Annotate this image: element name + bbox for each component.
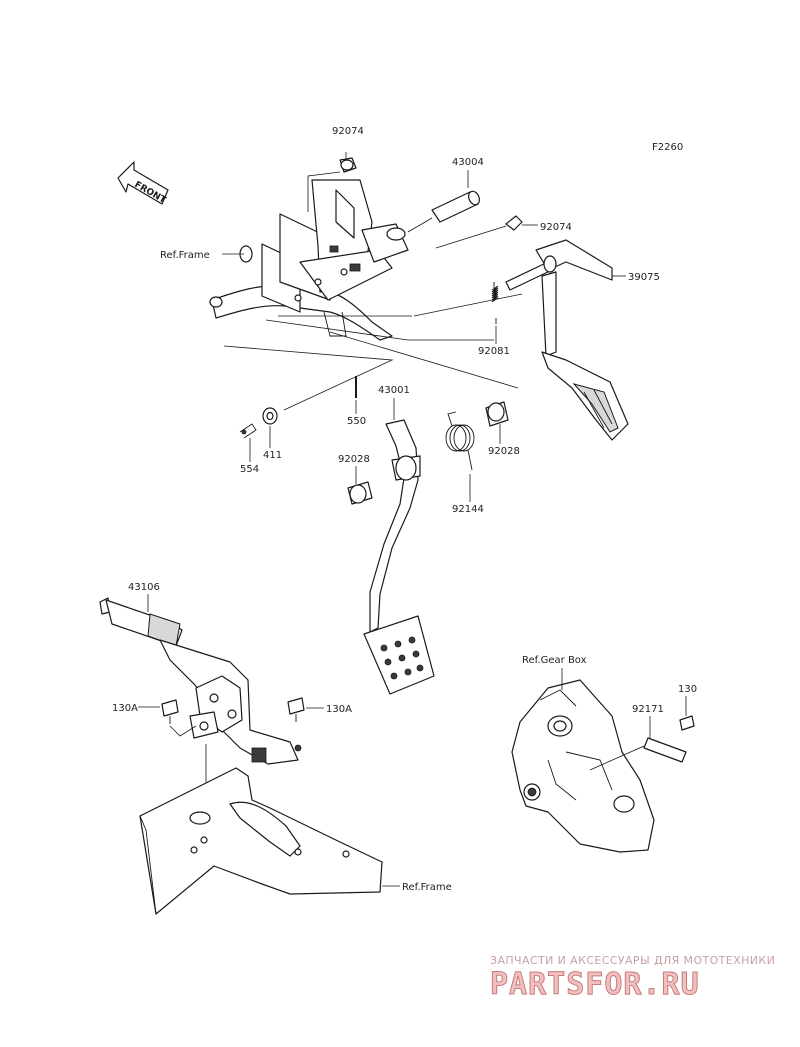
callout-92144: 92144 (452, 504, 484, 515)
bolt-130 (679, 715, 695, 731)
accelerator-pedal-39075 (505, 239, 629, 441)
gear-box (511, 679, 655, 853)
callout-130: 130 (678, 684, 697, 695)
callout-411: 411 (263, 450, 282, 461)
watermark-tagline: ЗАПЧАСТИ И АКСЕССУАРЫ ДЛЯ МОТОТЕХНИКИ (490, 954, 775, 967)
callout-92028-right: 92028 (488, 446, 520, 457)
callout-92074-right: 92074 (540, 222, 572, 233)
lower-frame (139, 767, 383, 915)
nut-92074-top (339, 157, 357, 173)
callout-554: 554 (240, 464, 259, 475)
pedal-bracket-frame (209, 179, 409, 341)
nut-92074-right (505, 215, 523, 231)
callout-43004: 43004 (452, 157, 484, 168)
bushing-92028-left (347, 481, 373, 505)
callout-43106: 43106 (128, 582, 160, 593)
callout-43001: 43001 (378, 385, 410, 396)
callout-130A-right: 130A (326, 704, 352, 715)
callout-550: 550 (347, 416, 366, 427)
washer-411 (262, 407, 278, 425)
spring-92081 (491, 282, 499, 324)
ref-gear-box: Ref.Gear Box (522, 655, 587, 666)
front-arrow-icon: FRONT (117, 161, 169, 206)
callout-39075: 39075 (628, 272, 660, 283)
ref-frame-bottom: Ref.Frame (402, 882, 452, 893)
callout-92081: 92081 (478, 346, 510, 357)
brake-pedal-43001 (363, 419, 435, 695)
bushing-92028-right (485, 401, 509, 427)
bolt-130A-right (287, 697, 305, 722)
callout-130A-left: 130A (112, 703, 138, 714)
parking-brake-43106 (99, 597, 302, 765)
clip-554 (239, 423, 257, 439)
callout-92171: 92171 (632, 704, 664, 715)
ref-frame-top: Ref.Frame (160, 250, 210, 261)
pin-43004 (431, 190, 481, 223)
torsion-spring-92144 (445, 411, 475, 471)
callout-92074-top: 92074 (332, 126, 364, 137)
bolt-130A-left (161, 699, 179, 724)
watermark-brand: PARTSFOR.RU (490, 967, 700, 1002)
plate-92171 (643, 737, 687, 763)
figure-code: F2260 (652, 142, 683, 153)
callout-92028-left: 92028 (338, 454, 370, 465)
